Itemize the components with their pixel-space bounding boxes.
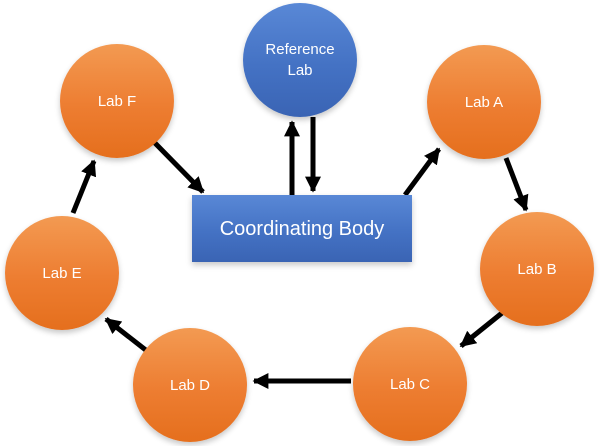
node-lab-c-label: Lab C (389, 375, 431, 393)
node-lab-a-label: Lab A (464, 93, 504, 111)
arrow-lab-e-to-lab-f (70, 159, 97, 214)
node-lab-a: Lab A (427, 45, 541, 159)
node-coordinating-body-label: Coordinating Body (219, 217, 385, 240)
arrow-lab-a-to-lab-b (503, 157, 529, 212)
node-lab-b-label: Lab B (517, 260, 557, 278)
arrow-coordinating-body-to-lab-a (402, 147, 442, 197)
node-reference-lab-label: Reference Lab (265, 41, 335, 79)
node-lab-f: Lab F (60, 44, 174, 158)
node-lab-b: Lab B (480, 212, 594, 326)
node-lab-c: Lab C (353, 327, 467, 441)
arrow-lab-d-to-lab-e (104, 317, 149, 353)
node-reference-lab: Reference Lab (243, 3, 357, 117)
node-lab-d: Lab D (133, 328, 247, 442)
arrow-lab-f-to-coordinating-body (151, 139, 205, 194)
node-coordinating-body: Coordinating Body (192, 195, 412, 262)
node-lab-e-label: Lab E (42, 264, 82, 282)
node-lab-e: Lab E (5, 216, 119, 330)
node-lab-f-label: Lab F (97, 92, 137, 110)
node-lab-d-label: Lab D (169, 376, 211, 394)
arrow-lab-b-to-lab-c (459, 311, 504, 348)
